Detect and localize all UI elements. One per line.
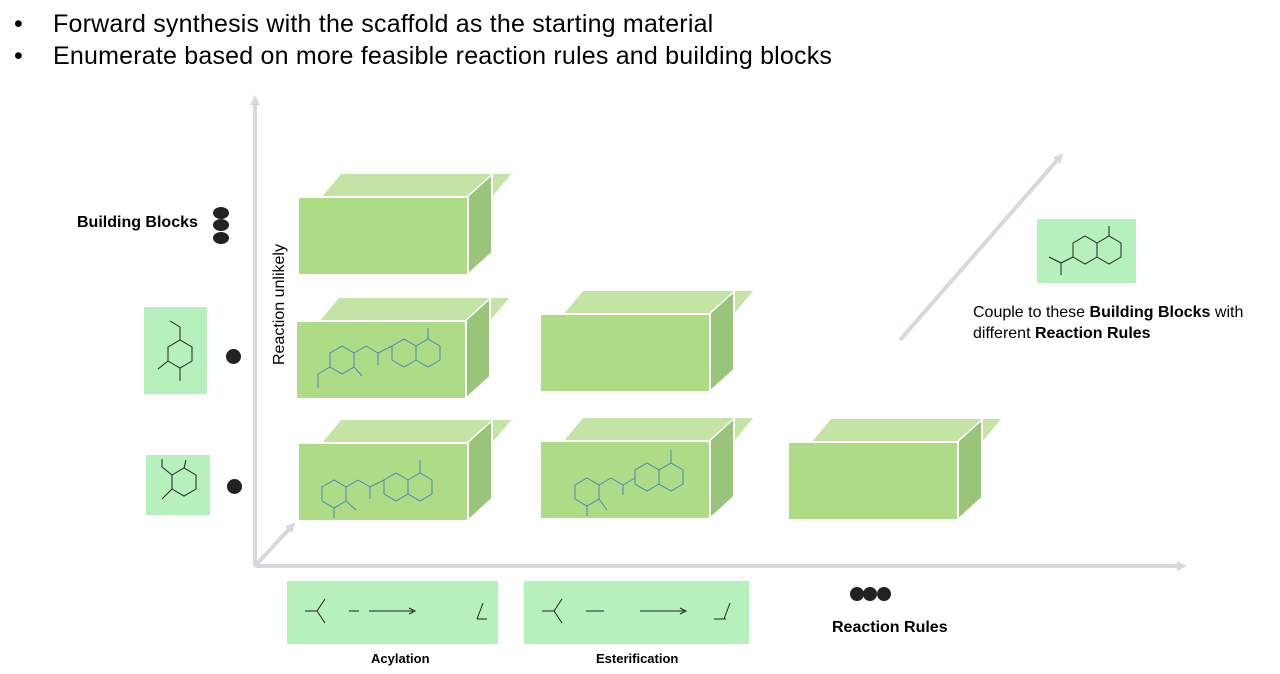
reaction-scheme-icon [542, 598, 731, 624]
grid-box-top [297, 172, 515, 276]
grid-box-mid-2 [539, 289, 757, 393]
reaction-caption: Esterification [596, 651, 679, 666]
row-dot [226, 349, 241, 364]
ellipsis-dots-icon [850, 587, 891, 601]
bullet-text: Forward synthesis with the scaffold as t… [53, 10, 714, 38]
grid-box-bottom-2 [539, 416, 757, 520]
building-block-card [146, 455, 210, 515]
bullet-list: • Forward synthesis with the scaffold as… [14, 8, 832, 72]
couple-mid: with different [973, 304, 1244, 342]
y-axis-label: Building Blocks [77, 214, 198, 231]
reaction-unlikely-label: Reaction unlikely [271, 244, 288, 365]
product-molecule-icon [574, 450, 684, 516]
scaffold-card [1037, 219, 1136, 283]
grid-box-bottom-3 [787, 417, 1005, 521]
diagonal-arrow [898, 153, 1064, 342]
reaction-scheme-icon [305, 598, 487, 624]
reaction-caption: Acylation [371, 651, 430, 666]
bullet-marker: • [14, 42, 23, 70]
building-block-molecule-icon [157, 320, 193, 381]
couple-prefix: Couple to these [973, 304, 1086, 321]
bullet-text: Enumerate based on more feasible reactio… [53, 42, 833, 70]
x-axis-label: Reaction Rules [832, 619, 948, 636]
product-molecule-icon [317, 328, 441, 388]
couple-bb: Building Blocks [1089, 304, 1211, 321]
reaction-rule-card [524, 581, 749, 644]
couple-description: Couple to these Building Blocks with dif… [973, 302, 1273, 344]
building-block-molecule-icon [161, 459, 197, 500]
z-axis [253, 522, 296, 568]
product-molecule-icon [321, 460, 433, 518]
grid-box-bottom-1 [297, 418, 515, 522]
grid-box-mid-1 [295, 296, 513, 400]
bullet-item: • Forward synthesis with the scaffold as… [14, 8, 832, 40]
scaffold-molecule-icon [1048, 226, 1122, 275]
bullet-marker: • [14, 10, 23, 38]
building-block-card [144, 307, 207, 394]
reaction-rule-card [287, 581, 498, 644]
ellipsis-dots-icon [213, 207, 229, 244]
bullet-item: • Enumerate based on more feasible react… [14, 40, 832, 72]
row-dot [227, 479, 242, 494]
couple-rr: Reaction Rules [1034, 325, 1151, 342]
